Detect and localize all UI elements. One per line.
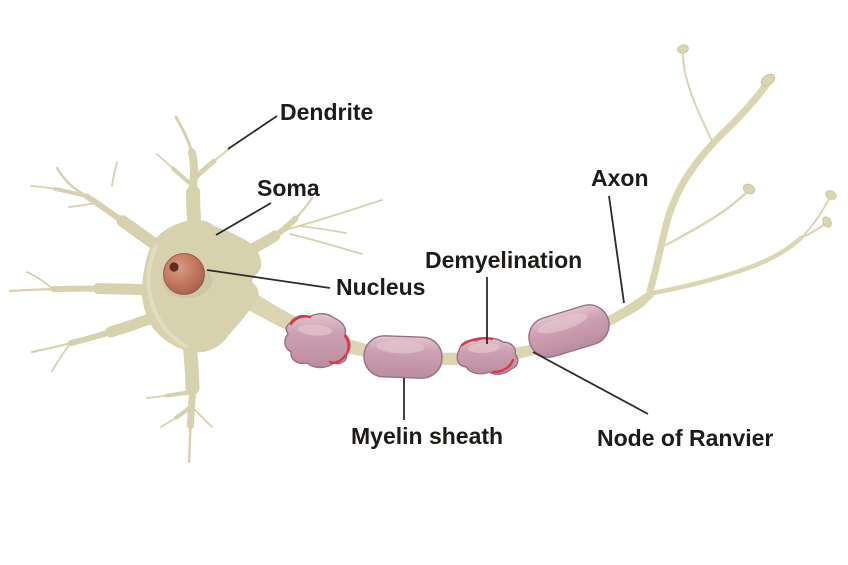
soma-highlight: [146, 244, 188, 348]
myelin-highlight: [537, 313, 588, 334]
dendrite-branch-path: [111, 161, 118, 187]
dendrite-branch-path: [26, 271, 53, 289]
dendrite-stem-path: [247, 195, 315, 253]
dendrite-branch-path: [156, 153, 194, 187]
dendrite-branch-path: [284, 199, 383, 231]
dendrite-stem-path: [248, 196, 314, 252]
synaptic-bulb: [742, 183, 756, 195]
myelin-segment-healthy-1: [363, 335, 443, 379]
synaptic-bulb: [677, 44, 689, 54]
dendrite-upper-left: [29, 161, 166, 254]
demyelination-red-edge: [491, 358, 515, 374]
dendrite-left: [4, 271, 152, 297]
myelin-highlight: [298, 324, 332, 336]
dendrite-branch-path: [68, 202, 96, 208]
label-myelin-sheath: Myelin sheath: [351, 423, 503, 449]
dendrites: [4, 110, 383, 469]
demyelination-red-edge: [289, 315, 312, 326]
terminal-branch-lower: [650, 235, 804, 296]
label-node-of-ranvier: Node of Ranvier: [597, 425, 773, 451]
dendrite-stem-path: [187, 346, 194, 464]
myelin-capsule-shape: [528, 304, 610, 358]
nucleus-shape: [163, 253, 205, 295]
leader-axon: [608, 195, 625, 304]
myelin-segment-demyelinated-1: [284, 313, 351, 369]
annotations: Dendrite Soma Nucleus Axon Demyelination…: [206, 99, 773, 451]
terminal-branch-fork-lower: [800, 223, 826, 239]
dendrite-branch-path: [146, 391, 192, 399]
myelin-segment-demyelinated-2: [456, 337, 519, 375]
label-soma: Soma: [257, 175, 320, 201]
terminal-branch-thin-upper: [682, 51, 714, 144]
myelin-highlight: [376, 340, 425, 354]
synaptic-bulb: [825, 190, 837, 200]
synaptic-bulb: [760, 73, 776, 87]
demyelination-red-edge: [460, 337, 494, 347]
terminal-branch-main: [646, 81, 770, 295]
leader-soma: [215, 202, 272, 236]
dendrite-bottom: [145, 341, 213, 469]
dendrite-upper-right: [244, 192, 383, 256]
dendrite-stem-path: [30, 316, 154, 354]
dendrite-branch-path: [192, 407, 213, 428]
myelin-segment-healthy-2: [528, 304, 610, 358]
label-demyelination: Demyelination: [425, 247, 582, 273]
myelin-highlight: [468, 342, 500, 354]
dendrite-stem-path: [174, 115, 198, 237]
dendrite-branch-path: [299, 225, 347, 234]
leader-node-of-ranvier: [532, 351, 649, 415]
dendrite-branch-path: [289, 233, 363, 255]
dendrite-branch-path: [160, 404, 193, 428]
label-axon: Axon: [591, 165, 649, 191]
leader-dendrite: [227, 115, 278, 150]
soma-body: [141, 219, 262, 353]
dendrite-branch-path: [30, 185, 87, 197]
dendrite-lower-left: [26, 312, 158, 372]
dendrite-stem-path: [55, 166, 162, 250]
terminal-branch-fork-upper: [800, 198, 830, 239]
axon-terminal-branches: [646, 44, 837, 296]
nucleolus-dot: [169, 262, 179, 272]
synaptic-bulb: [822, 216, 832, 228]
myelin-sheath-segments: [284, 304, 610, 379]
demyelination-red-edge: [328, 334, 350, 364]
dendrite-branch-path: [51, 343, 71, 372]
dendrite-branch-path: [194, 147, 231, 179]
label-nucleus: Nucleus: [336, 274, 425, 300]
leader-nucleus: [206, 269, 331, 289]
terminal-branch-middle: [664, 190, 749, 247]
dendrite-top: [155, 110, 233, 242]
dendrite-stem-path: [29, 315, 155, 355]
dendrite-stem-path: [8, 287, 148, 293]
label-dendrite: Dendrite: [280, 99, 373, 125]
